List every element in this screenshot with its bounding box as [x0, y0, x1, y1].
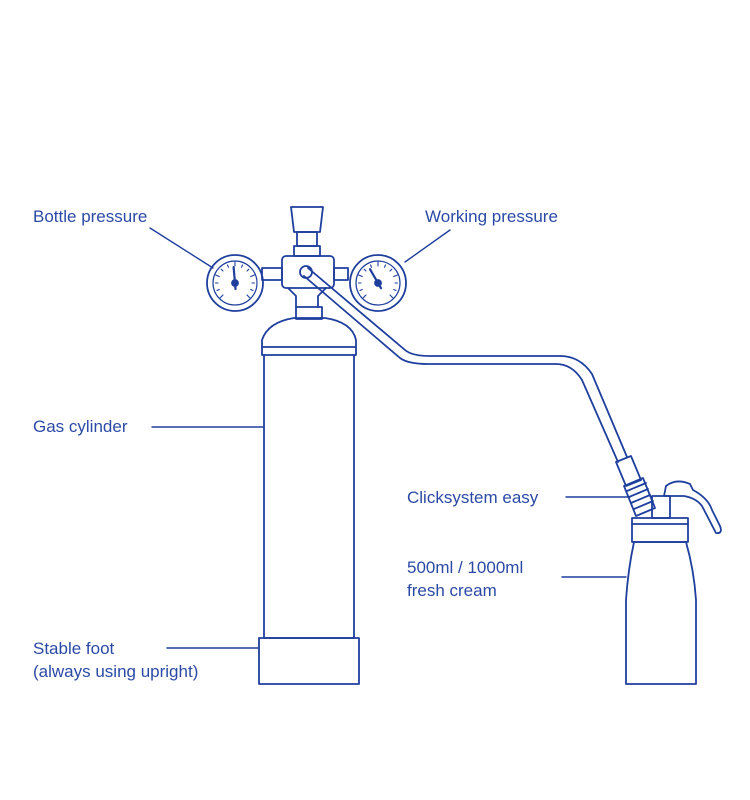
- gauge-tick: [216, 288, 220, 292]
- dispenser-bottle: [625, 541, 697, 685]
- regulator-collar: [293, 245, 321, 257]
- cylinder-dome: [261, 317, 357, 356]
- hose-outer: [307, 267, 628, 458]
- gauge-dial: [355, 260, 401, 306]
- label-stable-foot-line2: (always using upright): [33, 662, 199, 681]
- gauge-tick: [383, 264, 387, 268]
- left-gauge: [206, 254, 264, 312]
- stable-foot: [258, 637, 360, 685]
- gauge-tick: [250, 274, 255, 278]
- gauge-tick: [246, 294, 251, 299]
- gauge-tick: [359, 288, 363, 292]
- gas-cylinder-icon: [258, 306, 360, 685]
- gauge-tick: [369, 264, 373, 268]
- gauge-tick: [363, 268, 367, 272]
- label-fresh-cream-line2: fresh cream: [407, 581, 497, 600]
- gauge-tick: [358, 274, 363, 278]
- right-gauge: [349, 254, 407, 312]
- gauge-hub: [374, 279, 382, 287]
- right-gauge-connector: [333, 267, 349, 281]
- gauge-tick: [219, 294, 224, 299]
- hose-inner: [303, 275, 619, 463]
- label-working-pressure: Working pressure: [425, 207, 558, 226]
- gauge-tick: [226, 264, 230, 268]
- cylinder-neck: [295, 306, 323, 320]
- outlet-fitting: [299, 265, 313, 279]
- label-gas-cylinder: Gas cylinder: [33, 417, 128, 436]
- cylinder-body: [263, 354, 355, 639]
- gauge-tick: [393, 288, 397, 292]
- gauge-outer-ring: [349, 254, 407, 312]
- gauge-tick: [250, 288, 254, 292]
- gauge-tick: [215, 274, 220, 278]
- leader-working-pressure: [404, 229, 451, 263]
- dispenser-trigger: [663, 480, 722, 535]
- gauge-dial: [212, 260, 258, 306]
- cream-dispenser-icon: [625, 480, 722, 685]
- label-stable-foot-line1: Stable foot: [33, 639, 115, 658]
- leader-bottle-pressure: [149, 227, 214, 269]
- coupling-ring-2: [628, 488, 649, 498]
- gauge-tick: [389, 268, 393, 272]
- label-bottle-pressure: Bottle pressure: [33, 207, 148, 226]
- coupling-body: [623, 477, 656, 517]
- gauge-tick: [240, 264, 244, 268]
- regulator-knob: [290, 206, 324, 233]
- gauge-tick: [220, 268, 224, 272]
- regulator-lower: [287, 287, 327, 308]
- dispenser-cap: [631, 517, 689, 543]
- coupling-sleeve: [615, 455, 642, 487]
- gauge-tick: [362, 294, 367, 299]
- label-clicksystem: Clicksystem easy: [407, 488, 539, 507]
- label-fresh-cream-line1: 500ml / 1000ml: [407, 558, 524, 577]
- regulator-stem: [296, 231, 318, 247]
- clicksystem-coupling: [615, 455, 656, 517]
- gauge-outer-ring: [206, 254, 264, 312]
- coupling-ring-4: [633, 500, 654, 510]
- gauge-hub: [231, 279, 239, 287]
- leader-lines: [149, 227, 631, 649]
- gauge-tick: [389, 294, 394, 299]
- gas-hose: [303, 267, 628, 463]
- left-gauge-connector: [261, 267, 283, 281]
- gauge-tick: [393, 274, 398, 278]
- coupling-ring-3: [630, 494, 651, 504]
- coupling-ring-1: [626, 482, 647, 492]
- gauge-tick: [246, 268, 250, 272]
